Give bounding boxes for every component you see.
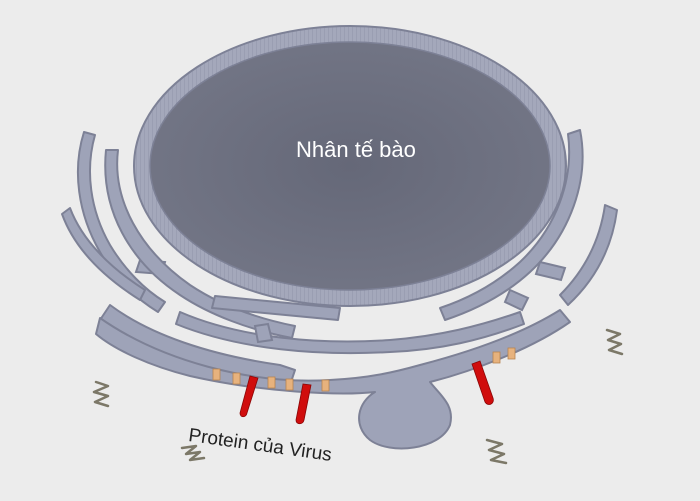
ribosome [507, 347, 516, 360]
ribosome [267, 376, 276, 389]
er-middle-band-2 [175, 311, 525, 355]
er-left-2 [61, 207, 146, 301]
er-right-1 [439, 129, 584, 321]
ribosome [232, 372, 241, 385]
ribosome [285, 378, 294, 391]
nuclear-interior [149, 41, 551, 291]
viral-proteins [239, 360, 494, 425]
viral-protein-spike [295, 383, 312, 425]
virus-fragment-icon [605, 328, 624, 356]
virus-fragments [92, 328, 624, 465]
er-right-connector-2 [503, 288, 530, 312]
virus-fragment-icon [180, 444, 206, 462]
virus-fragment-icon [92, 380, 110, 408]
er-right-connector [534, 260, 567, 282]
nucleus [133, 25, 567, 307]
er-middle-connector [253, 322, 274, 344]
viral-protein-spike [471, 360, 494, 405]
er-right-2 [559, 204, 618, 306]
ribosome [212, 368, 221, 381]
nucleus-label: Nhân tế bào [296, 137, 416, 162]
er-outer-bottom [95, 309, 571, 450]
er-middle-band-1 [211, 295, 341, 321]
ribosome [492, 351, 501, 364]
viral-protein-spike [239, 375, 259, 418]
virus-fragment-icon [485, 438, 508, 465]
ribosome [321, 379, 330, 392]
er-membranes [61, 129, 618, 450]
ribosomes [212, 347, 516, 392]
